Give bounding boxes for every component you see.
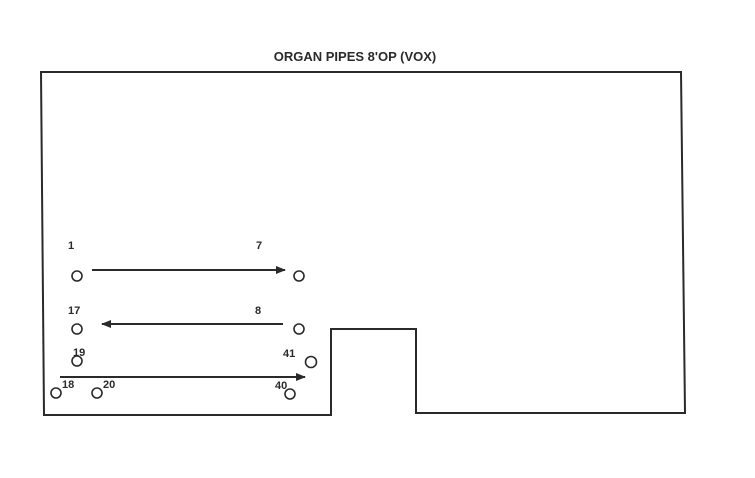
pipe-41: 41 — [283, 348, 318, 369]
pipe-circle — [284, 388, 296, 400]
pipe-label: 19 — [73, 347, 85, 359]
pipe-label: 20 — [103, 379, 115, 391]
pipe-label: 41 — [283, 348, 295, 360]
pipe-label: 18 — [62, 379, 74, 391]
pipe-label: 17 — [68, 305, 80, 317]
pipe-circle — [71, 323, 83, 335]
diagram-title: ORGAN PIPES 8'OP (VOX) — [274, 49, 437, 64]
pipe-label: 7 — [256, 240, 262, 252]
pipe-circle — [293, 270, 305, 282]
pipe-label: 40 — [275, 380, 287, 392]
pipe-19: 19 — [71, 347, 85, 367]
pipe-circle — [293, 323, 305, 335]
pipe-circle — [50, 387, 62, 399]
pipe-20: 20 — [91, 379, 115, 399]
pipe-8: 8 — [255, 305, 305, 335]
pipe-label: 8 — [255, 305, 261, 317]
pipe-circle — [304, 355, 318, 369]
pipe-circle — [91, 387, 103, 399]
pipe-40: 40 — [275, 380, 296, 400]
pipe-label: 1 — [68, 240, 74, 252]
pipe-17: 17 — [68, 305, 83, 335]
pipe-circle — [71, 355, 83, 367]
chamber-outline — [39, 71, 687, 416]
pipe-1: 1 — [68, 240, 83, 282]
pipe-18: 18 — [50, 379, 74, 399]
pipe-7: 7 — [256, 240, 305, 282]
pipe-circle — [71, 270, 83, 282]
